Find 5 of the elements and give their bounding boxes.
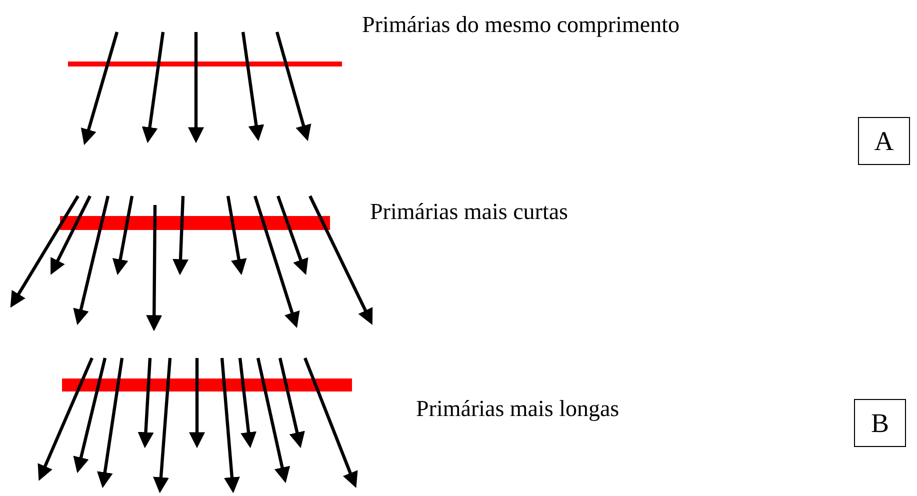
caption-text: Primárias do mesmo comprimento bbox=[362, 12, 680, 38]
letter-box: A bbox=[858, 117, 910, 165]
caption-text: Primárias mais longas bbox=[416, 396, 620, 422]
letter-box: B bbox=[854, 399, 906, 447]
caption-text: Primárias mais curtas bbox=[370, 199, 568, 225]
